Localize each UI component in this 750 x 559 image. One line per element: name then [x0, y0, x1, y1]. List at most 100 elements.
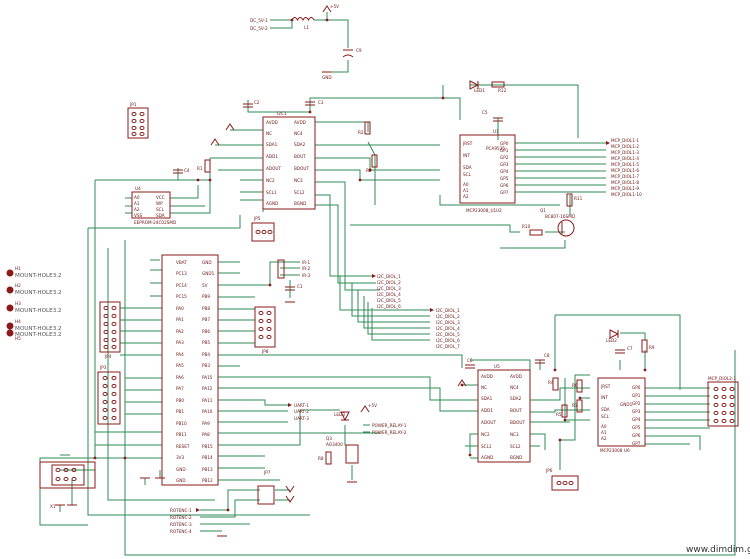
mcp-diol1-1: MCP_DIOL1-2 [611, 144, 639, 149]
mount-hole-1-ref: H1 [15, 266, 21, 271]
led2-label: LED2 [606, 338, 617, 343]
r11-label: R11 [574, 196, 583, 201]
rotenc-label-4: ROTENC-4 [170, 529, 192, 534]
cap-c9-plate-bottom [342, 54, 354, 58]
mcu-rpin-2: 5V [202, 283, 208, 288]
i2c1-rpin-1: NC4 [294, 131, 303, 136]
u6-rpin-7: GP7 [632, 441, 641, 446]
mount-hole-4-ref: H4 [15, 319, 21, 324]
u5-rpin-0: AVDD [510, 374, 522, 379]
jp3-label: JP3 [99, 365, 107, 370]
mcu-lpin-17: 3V3 [176, 455, 185, 460]
power-input-section: DC_5V-1 DC_5V-2 L1 +5V C9 GND [250, 4, 362, 80]
u1-lpin-1: INT [463, 153, 470, 158]
ir-sensor-symbol [277, 259, 285, 279]
vcc-label: +5V [330, 4, 339, 9]
r5-label: R5 [556, 412, 562, 417]
rotenc-section: JP7 ROTENC-1 ROTENC-2 ROTENC-3 ROTENC-4 [170, 470, 295, 537]
mcu-lpin-15: PB11 [176, 432, 187, 437]
dc-5v-2-label: DC_5V-2 [250, 26, 268, 31]
vcc-arrow-icon-relay [360, 405, 370, 413]
resistor-r8 [325, 451, 332, 465]
q1-body [557, 219, 575, 237]
mcu-rpin-15: PA8 [202, 432, 210, 437]
cap-c7-label: C7 [627, 346, 633, 351]
cap-c5-label: C5 [482, 110, 488, 115]
u5-rpin-5: NC3 [510, 432, 519, 437]
eeprom-rpin-3: SDA [156, 213, 165, 218]
ic-i2c1-ref: I2C1 [277, 111, 287, 116]
i2c1-rpin-4: BDOUT [294, 166, 309, 171]
eeprom-rpin-0: VCC [156, 195, 165, 200]
rotenc-label-3: ROTENC-3 [170, 522, 192, 527]
u6-lpin-6: A2 [601, 436, 607, 441]
i2c-net-l-1: I2C_DIOL_2 [377, 280, 401, 285]
u5-lpin-7: AGND [481, 455, 493, 460]
r4-label: R4 [548, 380, 554, 385]
u1-rpin-4: GP4 [500, 169, 509, 174]
mount-hole-1-icon [6, 269, 14, 277]
r12-label: R12 [498, 88, 507, 93]
u6-rpin-1: GP1 [632, 393, 641, 398]
r7-label: R7 [572, 403, 578, 408]
i2c-net-r-5: I2C_DIOL_6 [436, 338, 460, 343]
mcp-diol1-0: MCP_DIOL1-1 [611, 138, 639, 143]
ic-u6-ref: U6 [624, 448, 630, 453]
mcu-lpin-9: PA5 [176, 363, 184, 368]
i2c1-lpin-5: NC2 [266, 178, 275, 183]
u5-rpin-3: BOUT [510, 408, 522, 413]
ir-label-3: IR-3 [302, 273, 310, 278]
ic-u1-part: PCA9535 [486, 146, 505, 151]
ic-u1-ref: U1 [493, 129, 499, 134]
i2c-net-labels-left: I2C_DIOL_1 I2C_DIOL_2 I2C_DIOL_3 I2C_DIO… [372, 274, 401, 309]
vcc-arrow-icon [322, 5, 332, 13]
mcu-module: VBAT PC13 PC14 PC15 PA0 PA1 PA2 PA3 PA4 … [161, 254, 219, 486]
u6-lpin-2: SDA [601, 407, 610, 412]
u5-lpin-4: ADOUT [481, 420, 496, 425]
cap-c4-label: C4 [184, 168, 190, 173]
u1-lpin-5: A1 [463, 188, 469, 193]
mcu-rpin-11: PA12 [202, 386, 213, 391]
u6-lpin-0: JRST [600, 384, 611, 389]
cap-c9-label: C9 [356, 48, 362, 53]
mount-hole-3-icon [6, 304, 14, 312]
i2c1-lpin-0: AVDD [266, 120, 278, 125]
x1-label: X1 [50, 504, 56, 509]
led1-label: LED1 [474, 88, 485, 93]
connector-jp6: JP6 [545, 468, 579, 491]
u1-rpin-7: GP7 [500, 190, 509, 195]
resistor-r3 [371, 154, 378, 168]
inductor-label: L1 [304, 25, 309, 30]
resistor-r4 [552, 377, 559, 391]
relay-label-2: POWER_RELAY-2 [372, 430, 407, 435]
i2c1-lpin-7: AGND [266, 201, 278, 206]
cap-c1-label: C1 [297, 284, 303, 289]
resistor-r7 [576, 399, 583, 413]
mount-hole-5-ref: H5 [15, 336, 21, 341]
ir-label-1: IR-1 [302, 260, 310, 265]
relay-driver: LED3 +5V POWER_RELAY-1 POWER_RELAY-2 Q3 … [318, 403, 407, 483]
u5-lpin-3: ADD1 [481, 408, 493, 413]
junctions [93, 18, 647, 512]
jp5-body [251, 222, 275, 242]
ic-u6-part: MCP23008 [600, 448, 623, 453]
mcp-diol1-8: MCP_DIOL1-9 [611, 186, 639, 191]
i2c1-lpin-3: ADD1 [266, 154, 278, 159]
i2c-net-r-2: I2C_DIOL_3 [436, 320, 460, 325]
i2c-net-l-4: I2C_DIOL_5 [377, 298, 401, 303]
q1-part: BC807-16SMD [545, 214, 575, 219]
u1-rpin-0: GP0 [500, 141, 509, 146]
mcu-lpin-10: PA6 [176, 375, 184, 380]
mount-holes: H1 MOUNT-HOLE3.2 H2 MOUNT-HOLE3.2 H3 MOU… [6, 266, 62, 341]
mcu-lpin-2: PC14 [176, 283, 187, 288]
mcu-rpin-14: PA9 [202, 421, 210, 426]
i2c1-pullups: R2 R3 R1 C2 C3 C5 [197, 100, 503, 173]
mcu-lpin-8: PA4 [176, 352, 184, 357]
vcc-arrow-icon-2 [225, 123, 235, 131]
q3-body [345, 444, 359, 464]
u1-rpin-5: GP5 [500, 176, 509, 181]
u6-lpin-1: INT [601, 395, 608, 400]
u1-rpin-6: GP6 [500, 183, 509, 188]
i2c-net-labels-right: I2C_DIOL_1 I2C_DIOL_2 I2C_DIOL_3 I2C_DIO… [430, 308, 460, 349]
r3-label: R3 [366, 168, 372, 173]
